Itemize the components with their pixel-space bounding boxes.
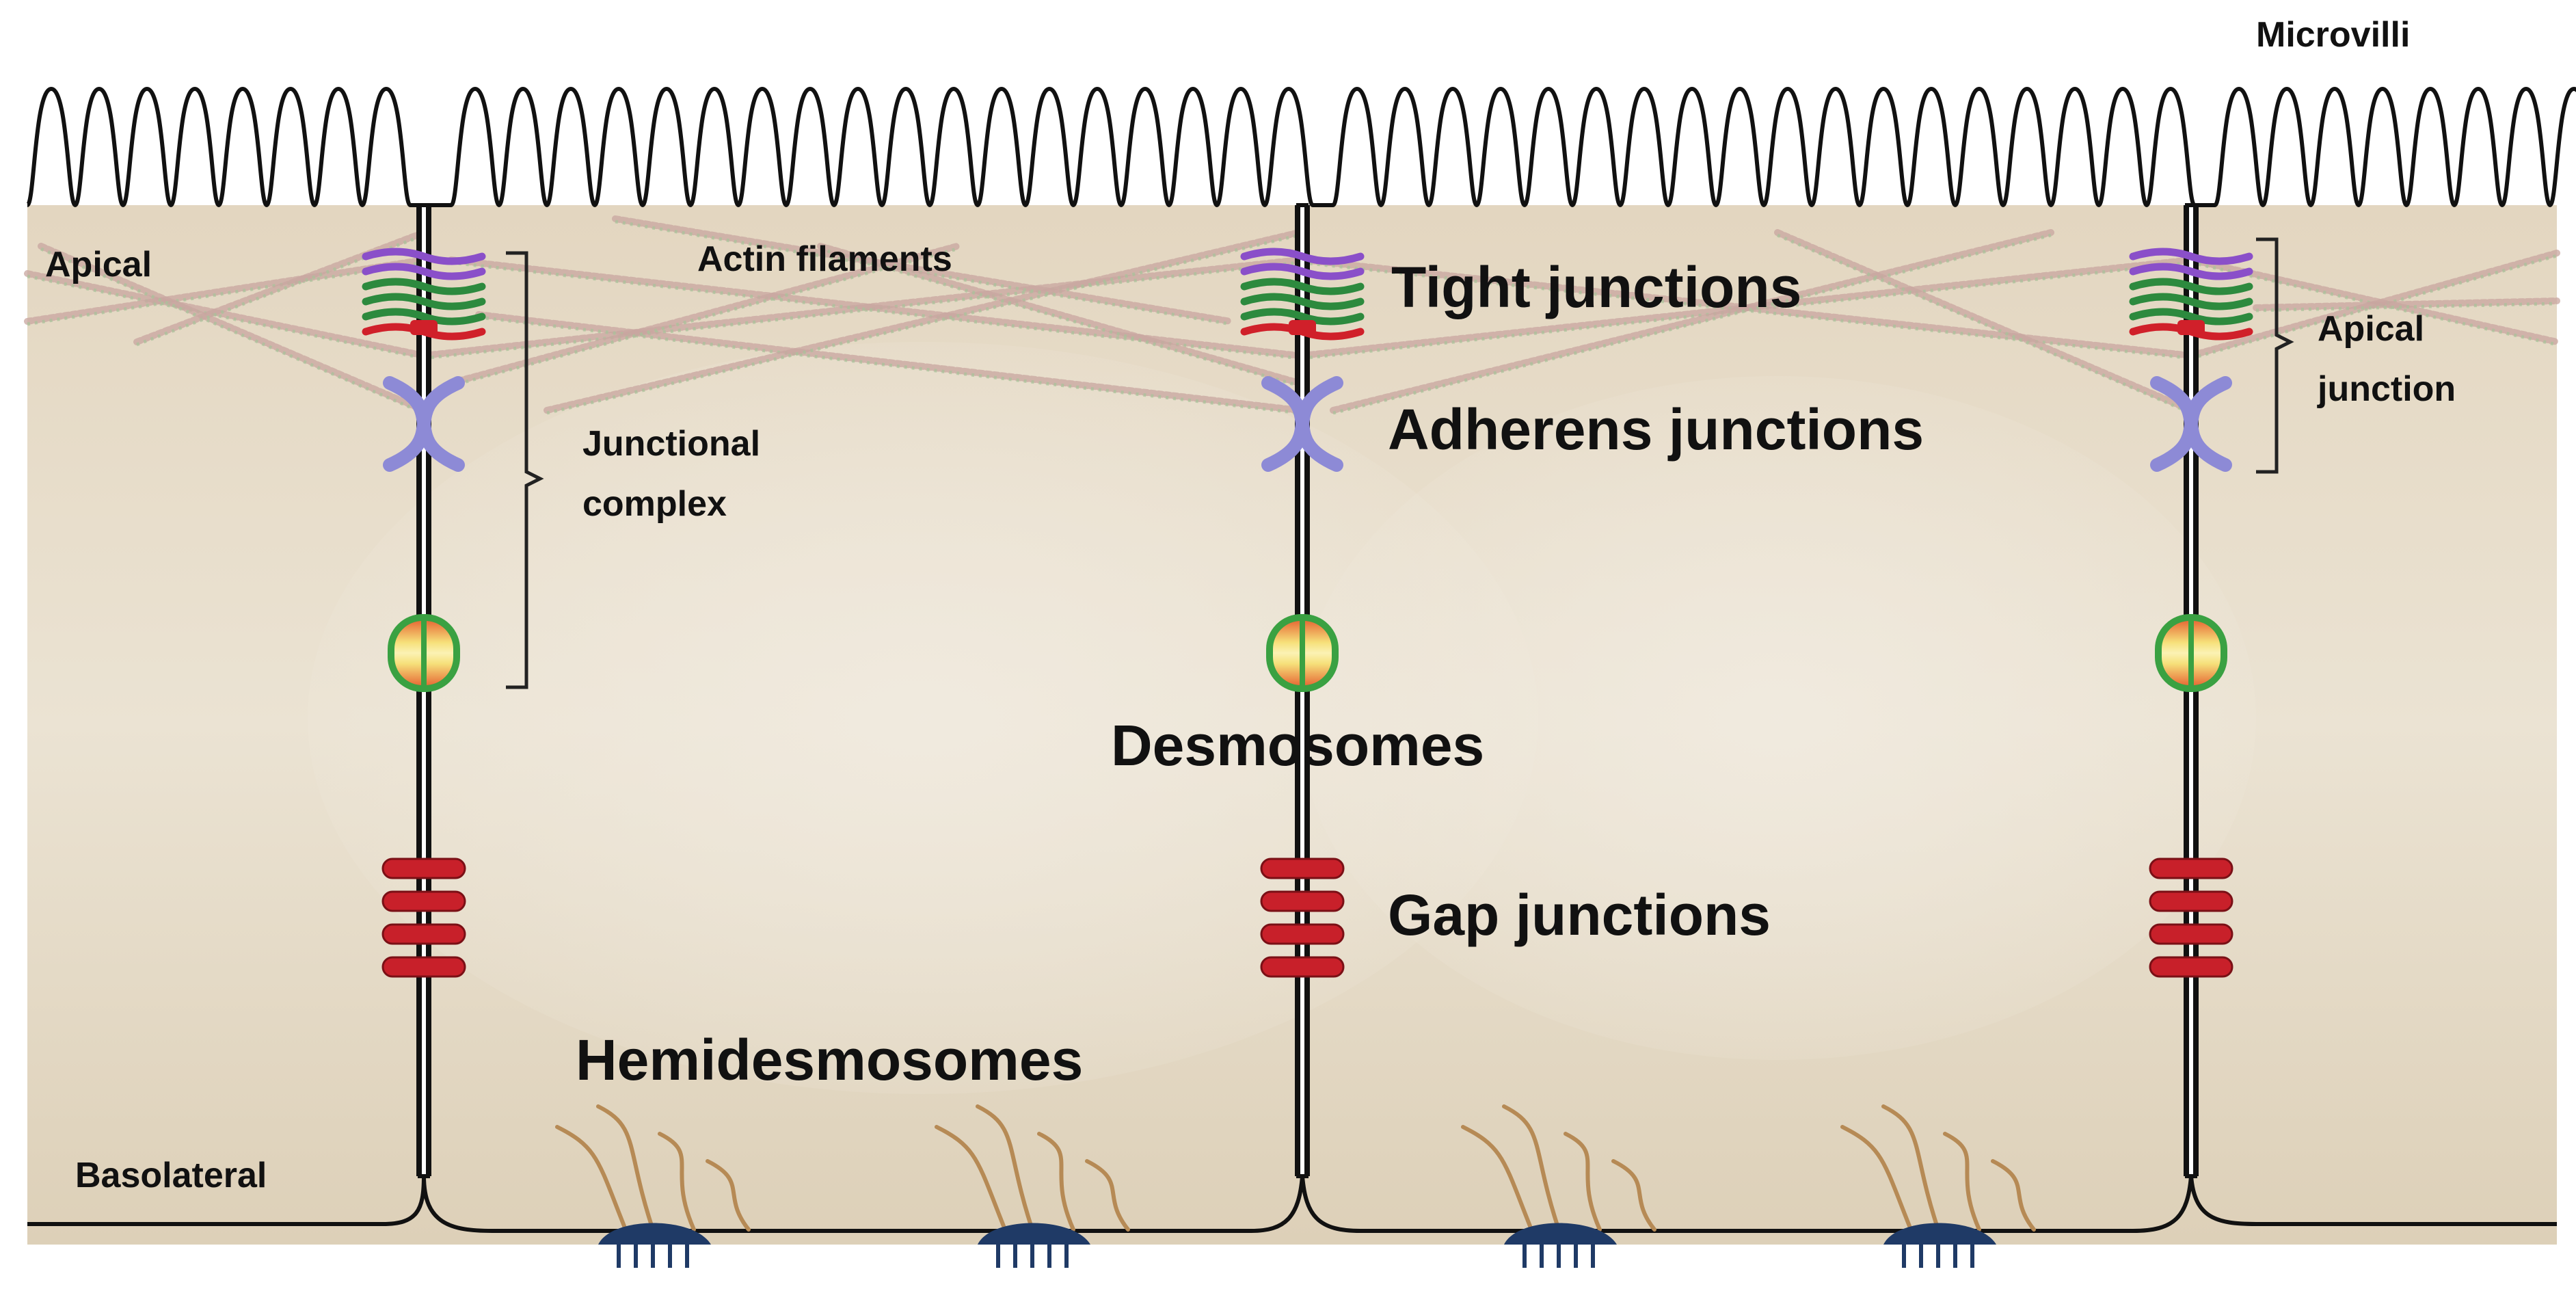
actin-strand bbox=[38, 243, 427, 414]
actin-strand-inner bbox=[40, 247, 425, 415]
tight-junction-strand bbox=[362, 293, 486, 310]
tight-junction-node bbox=[1289, 320, 1316, 335]
hemidesmosome-plaque bbox=[978, 1223, 1090, 1245]
tight-junction-strand bbox=[1240, 248, 1365, 265]
tight-junction-strand bbox=[362, 248, 486, 265]
actin-strand bbox=[2253, 297, 2560, 311]
tight-junction-strand bbox=[1240, 278, 1365, 295]
hemidesmosomes-label: Hemidesmosomes bbox=[576, 1028, 1084, 1092]
gap-junction-channel bbox=[2149, 858, 2233, 879]
microvilli-label: Microvilli bbox=[2256, 15, 2411, 55]
gap-junction-channel bbox=[381, 923, 466, 945]
gap-junction-channel bbox=[1260, 890, 1345, 912]
tight-junction-strand bbox=[2129, 308, 2253, 326]
apical-junction-label-line2: junction bbox=[2318, 369, 2456, 409]
hemidesmosome-plaque bbox=[1504, 1223, 1617, 1245]
junction-stacks bbox=[362, 248, 2253, 978]
actin-strand-inner bbox=[1332, 233, 2052, 415]
keratin-filament bbox=[1611, 1159, 1656, 1232]
desmosomes-label: Desmosomes bbox=[1111, 713, 1485, 778]
actin-strand-inner bbox=[1302, 261, 2192, 360]
tight-junction-strand bbox=[362, 278, 486, 295]
basolateral-label: Basolateral bbox=[75, 1156, 267, 1195]
apical-junction-bracket bbox=[2256, 237, 2294, 474]
tight-junction-strand bbox=[1240, 308, 1365, 326]
keratin-filament bbox=[1037, 1132, 1075, 1232]
hemidesmosome-plaque bbox=[598, 1223, 711, 1245]
adherens-junction-strand bbox=[383, 376, 465, 472]
keratin-filament bbox=[1943, 1132, 1981, 1232]
keratin-filament bbox=[555, 1125, 628, 1232]
keratin-filament bbox=[596, 1104, 655, 1232]
actin-strand bbox=[475, 311, 1302, 414]
gap-junction-channel bbox=[1260, 956, 1345, 978]
keratin-filament bbox=[1991, 1159, 2036, 1232]
gap-junction-channel bbox=[381, 890, 466, 912]
tight-junction-strand bbox=[362, 263, 486, 280]
junctional-complex-label-line1: Junctional bbox=[582, 424, 761, 464]
tight-junction-node bbox=[2177, 320, 2205, 335]
microvilli-membrane bbox=[25, 86, 2576, 208]
tight-junction-node bbox=[410, 320, 438, 335]
tight-junction-strand bbox=[1240, 293, 1365, 310]
actin-strand bbox=[448, 243, 961, 386]
actin-strand-inner bbox=[1302, 261, 2192, 360]
gap-junction-channel bbox=[381, 858, 466, 879]
junctional-complex-bracket bbox=[506, 251, 544, 689]
keratin-filament bbox=[706, 1159, 751, 1232]
gap-junction-channel bbox=[2149, 923, 2233, 945]
gap-junction-channel bbox=[2149, 956, 2233, 978]
gap-junctions-label: Gap junctions bbox=[1388, 883, 1771, 947]
actin-strand-inner bbox=[478, 315, 1300, 415]
keratin-filament bbox=[1502, 1104, 1561, 1232]
adherens-junction-strand bbox=[2150, 376, 2232, 472]
keratin-filament bbox=[1564, 1132, 1602, 1232]
adherens-junction-strand bbox=[1261, 376, 1343, 472]
adherens-junctions-label: Adherens junctions bbox=[1388, 397, 1924, 462]
keratin-filament bbox=[1840, 1125, 1913, 1232]
actin-filaments-label: Actin filaments bbox=[697, 239, 952, 279]
actin-strand bbox=[544, 229, 1302, 414]
actin-strand bbox=[1330, 229, 2054, 414]
keratin-filament bbox=[976, 1104, 1034, 1232]
tight-junction-strand bbox=[2129, 293, 2253, 310]
tight-junction-strand bbox=[2129, 248, 2253, 265]
gap-junction-channel bbox=[1260, 923, 1345, 945]
actin-strand-inner bbox=[451, 247, 958, 388]
actin-strand bbox=[24, 256, 427, 325]
hemidesmosomes bbox=[555, 1104, 2036, 1268]
keratin-filament bbox=[1085, 1159, 1130, 1232]
actin-strand bbox=[817, 243, 1302, 386]
actin-strand-inner bbox=[615, 220, 1231, 326]
basal-membrane bbox=[27, 1175, 2557, 1233]
actin-strand bbox=[1774, 229, 2195, 414]
gap-junction-channel bbox=[381, 956, 466, 978]
actin-strand bbox=[612, 215, 1234, 325]
keratin-filament bbox=[1881, 1104, 1940, 1232]
tight-junction-strand bbox=[2129, 278, 2253, 295]
tight-junction-strand bbox=[1240, 263, 1365, 280]
junctional-complex-label-line2: complex bbox=[582, 484, 727, 524]
actin-strand-inner bbox=[546, 233, 1300, 415]
hemidesmosome-plaque bbox=[1883, 1223, 1996, 1245]
apical-junction-label-line1: Apical bbox=[2318, 309, 2425, 349]
keratin-filament bbox=[1461, 1125, 1533, 1232]
tight-junction-strand bbox=[362, 308, 486, 326]
actin-strand-inner bbox=[820, 247, 1300, 388]
keratin-filament bbox=[935, 1125, 1007, 1232]
tight-junction-strand bbox=[2129, 263, 2253, 280]
apical-label: Apical bbox=[45, 245, 152, 284]
actin-strand-inner bbox=[2255, 302, 2558, 313]
tight-junctions-label: Tight junctions bbox=[1391, 255, 1802, 319]
gap-junction-channel bbox=[2149, 890, 2233, 912]
actin-strand-inner bbox=[2190, 261, 2558, 347]
keratin-filament bbox=[658, 1132, 696, 1232]
gap-junction-channel bbox=[1260, 858, 1345, 879]
actin-strand bbox=[24, 270, 427, 359]
